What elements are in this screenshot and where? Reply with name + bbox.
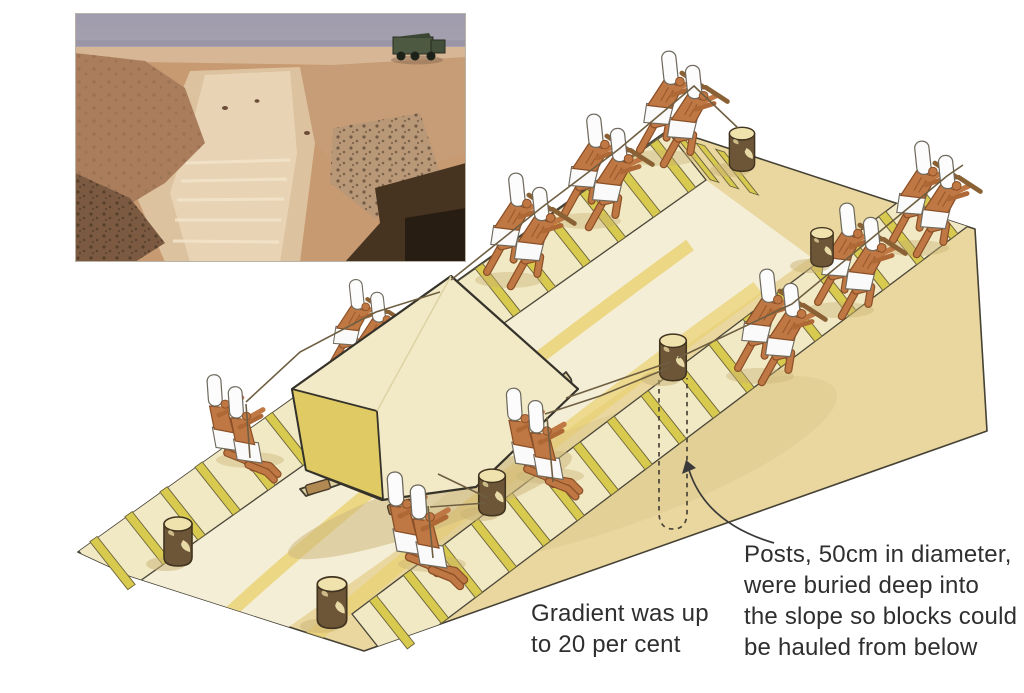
posts-annotation-line: were buried deep into: [744, 572, 980, 599]
posts-annotation-line: Posts, 50cm in diameter,: [744, 541, 1012, 568]
haul-ropes: [245, 84, 964, 559]
worker-teams: [207, 50, 981, 586]
truck: [391, 33, 446, 65]
horizon-haze: [75, 40, 466, 46]
posts-annotation-line: be hauled from below: [744, 634, 978, 661]
stone-block: [290, 274, 580, 502]
posts-annotation-line: the slope so blocks could: [744, 603, 1018, 630]
gradient-annotation-line: Gradient was up: [531, 600, 709, 627]
gradient-annotation-line: to 20 per cent: [531, 631, 681, 658]
gradient-annotation: Gradient was up to 20 per cent: [531, 598, 709, 660]
photo-border: [75, 13, 466, 262]
buried-post-outline: [658, 378, 688, 530]
quarry-photo-inset: [75, 13, 466, 262]
anchor-posts: [146, 126, 834, 633]
posts-annotation: Posts, 50cm in diameter, were buried dee…: [744, 539, 1017, 663]
sledge-chock: [304, 478, 332, 496]
posts-annotation-arrow: [682, 460, 775, 544]
